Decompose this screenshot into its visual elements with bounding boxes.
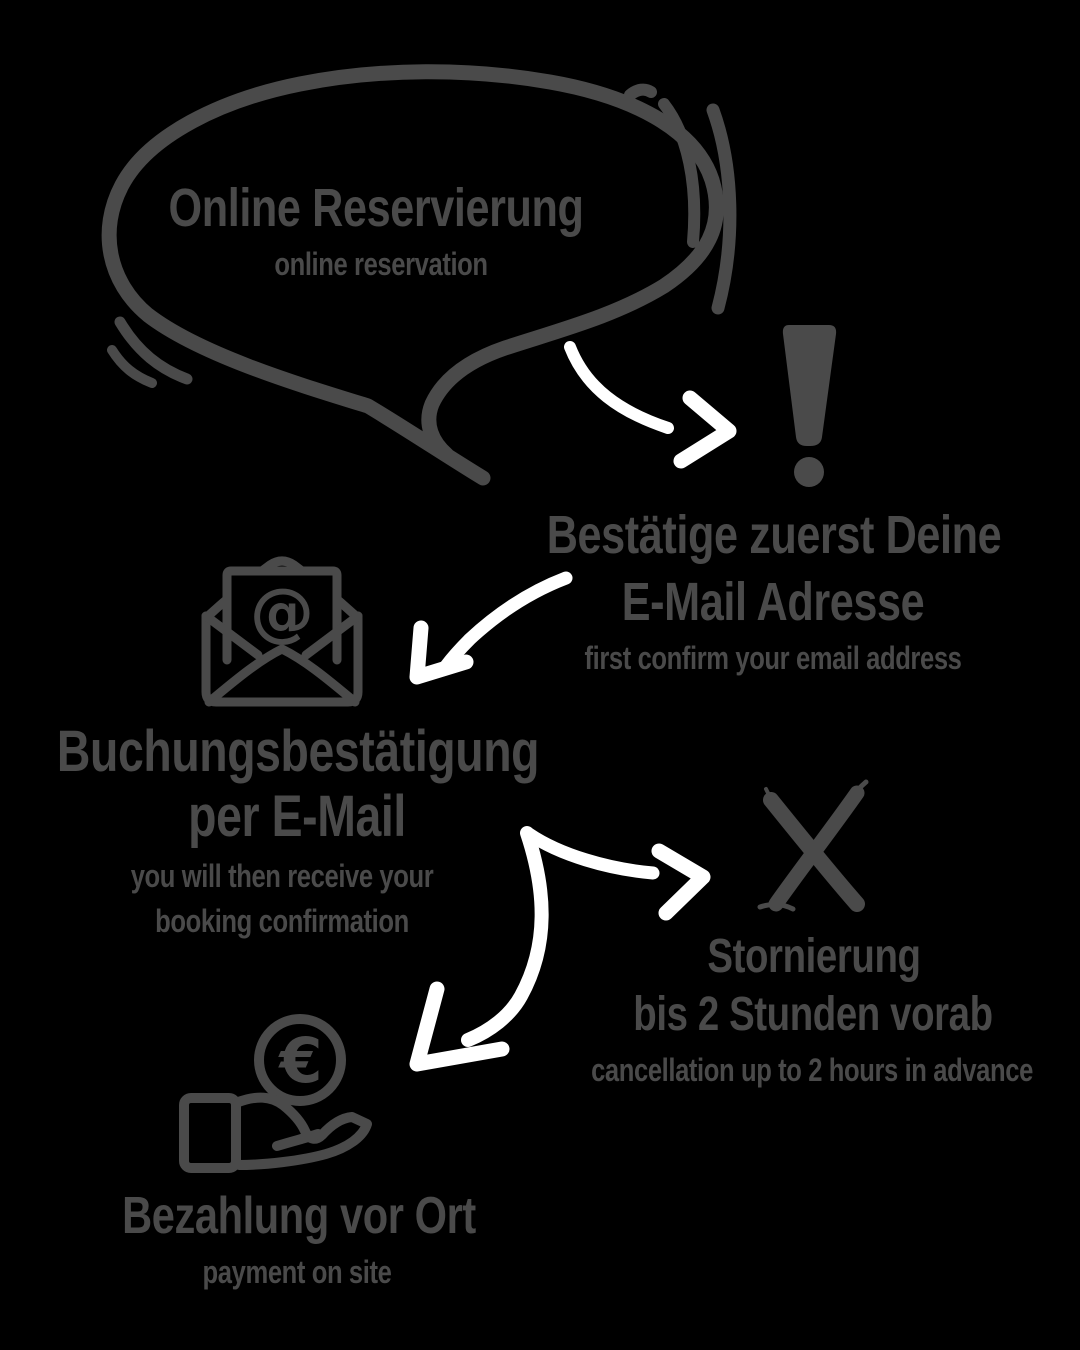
booking-confirmation-subtitle-line-2: booking confirmation [155,903,409,939]
booking-confirmation-title-line-2: per E-Mail [188,784,406,849]
arrow-bubble-to-exclamation [564,341,737,469]
hand-cuff [179,1093,241,1173]
confirm-email-title-line-1: Bestätige zuerst Deine [546,505,1002,565]
at-symbol: @ [250,576,314,650]
speech-bubble-icon [101,64,737,486]
payment-title: Bezahlung vor Ort [122,1187,476,1245]
cancellation-title-line-2: bis 2 Stunden vorab [633,988,993,1041]
bubble-subtitle: online reservation [274,246,488,282]
cancellation-subtitle: cancellation up to 2 hours in advance [591,1052,1033,1088]
arrow-to-cancellation [522,827,711,921]
booking-confirmation-subtitle-line-1: you will then receive your [130,858,434,894]
exclamation-icon [782,325,837,487]
cancellation-title-line-1: Stornierung [707,930,921,983]
hand-palm [231,1092,372,1170]
cancellation-x-icon [757,779,869,912]
hand-crease [272,1129,323,1151]
confirm-email-subtitle: first confirm your email address [584,640,962,676]
euro-coin-icon [254,1014,346,1106]
bubble-title: Online Reservierung [168,178,584,238]
payment-subtitle: payment on site [202,1254,392,1290]
arrow-to-envelope [409,571,573,685]
booking-confirmation-title-line-1: Buchungsbestätigung [56,719,540,784]
payment-hand-euro-icon: € [179,1014,372,1173]
email-envelope-icon: @ [201,556,363,707]
arrow-to-payment [409,826,549,1072]
confirm-email-title-line-2: E-Mail Adresse [621,572,925,632]
euro-symbol: € [277,1024,322,1097]
